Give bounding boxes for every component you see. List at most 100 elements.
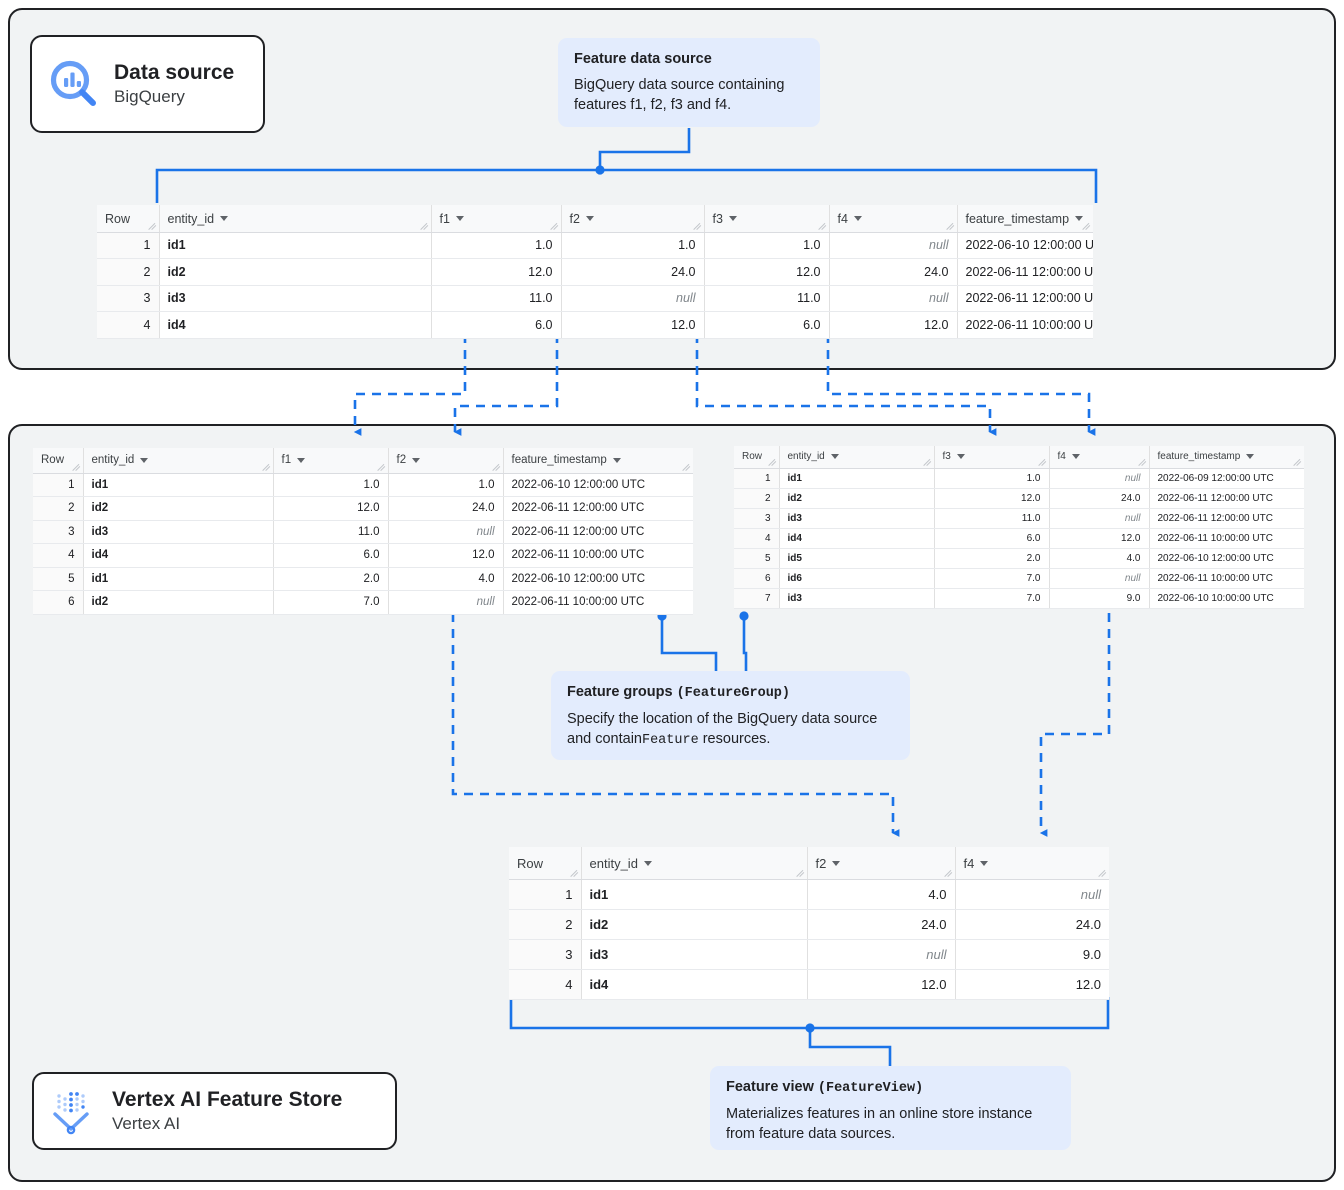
column-resize-grip[interactable] bbox=[694, 223, 702, 231]
chevron-down-icon[interactable] bbox=[1075, 216, 1084, 222]
chevron-down-icon[interactable] bbox=[585, 216, 594, 222]
column-header-f3[interactable]: f3 bbox=[704, 205, 830, 233]
cell-feature-timestamp: 2022-06-11 12:00:00 UTC bbox=[957, 258, 1093, 286]
column-header-entity_id[interactable]: entity_id bbox=[581, 847, 808, 880]
column-header-row[interactable]: Row bbox=[734, 446, 780, 469]
column-header-feature_timestamp[interactable]: feature_timestamp bbox=[503, 448, 693, 474]
chevron-down-icon[interactable] bbox=[455, 216, 464, 222]
chevron-down-icon[interactable] bbox=[832, 860, 841, 866]
cell-f2: 24.0 bbox=[388, 496, 504, 521]
column-resize-grip[interactable] bbox=[1083, 223, 1091, 231]
cell-feature-timestamp: 2022-06-10 12:00:00 UTC bbox=[503, 567, 693, 591]
column-header-f2[interactable]: f2 bbox=[561, 205, 705, 233]
cell-entity-id: id2 bbox=[779, 488, 935, 509]
chevron-down-icon[interactable] bbox=[643, 860, 652, 866]
cell-f4: 24.0 bbox=[829, 258, 958, 286]
column-resize-grip[interactable] bbox=[945, 870, 953, 878]
column-resize-grip[interactable] bbox=[1099, 870, 1107, 878]
column-resize-grip[interactable] bbox=[263, 464, 271, 472]
column-resize-grip[interactable] bbox=[149, 223, 157, 231]
chevron-down-icon[interactable] bbox=[956, 454, 965, 460]
column-resize-grip[interactable] bbox=[819, 223, 827, 231]
chevron-down-icon[interactable] bbox=[980, 860, 989, 866]
column-header-f1[interactable]: f1 bbox=[273, 448, 389, 474]
column-header-label: feature_timestamp bbox=[1157, 451, 1241, 463]
cell-f4-null: null bbox=[829, 232, 958, 259]
column-header-label: entity_id bbox=[589, 855, 638, 871]
column-resize-grip[interactable] bbox=[1294, 459, 1302, 467]
column-header-f4[interactable]: f4 bbox=[829, 205, 958, 233]
column-header-label: f1 bbox=[281, 454, 292, 467]
column-resize-grip[interactable] bbox=[797, 870, 805, 878]
chevron-down-icon[interactable] bbox=[140, 457, 149, 463]
callout-body: BigQuery data source containing features… bbox=[574, 76, 785, 114]
column-header-f2[interactable]: f2 bbox=[388, 448, 504, 474]
chevron-down-icon[interactable] bbox=[1246, 454, 1255, 460]
column-header-f4[interactable]: f4 bbox=[955, 847, 1109, 880]
feature-data-source-callout: Feature data source BigQuery data source… bbox=[558, 38, 820, 127]
cell-entity-id: id2 bbox=[83, 590, 274, 615]
column-header-f4[interactable]: f4 bbox=[1049, 446, 1150, 469]
column-header-entity_id[interactable]: entity_id bbox=[159, 205, 432, 233]
chevron-down-icon[interactable] bbox=[830, 454, 839, 460]
column-resize-grip[interactable] bbox=[1039, 459, 1047, 467]
column-resize-grip[interactable] bbox=[73, 464, 81, 472]
column-resize-grip[interactable] bbox=[421, 223, 429, 231]
cell-row-number: 1 bbox=[97, 232, 160, 259]
chevron-down-icon[interactable] bbox=[412, 457, 421, 463]
column-resize-grip[interactable] bbox=[571, 870, 579, 878]
cell-row-number: 1 bbox=[734, 468, 780, 489]
column-header-row[interactable]: Row bbox=[97, 205, 160, 233]
chevron-down-icon[interactable] bbox=[1071, 454, 1080, 460]
chevron-down-icon[interactable] bbox=[728, 216, 737, 222]
column-resize-grip[interactable] bbox=[1139, 459, 1147, 467]
column-resize-grip[interactable] bbox=[378, 464, 386, 472]
column-header-label: Row bbox=[742, 451, 763, 463]
chevron-down-icon[interactable] bbox=[297, 457, 306, 463]
column-resize-grip[interactable] bbox=[947, 223, 955, 231]
column-header-entity_id[interactable]: entity_id bbox=[83, 448, 274, 474]
column-header-f2[interactable]: f2 bbox=[807, 847, 956, 880]
chevron-down-icon[interactable] bbox=[220, 216, 229, 222]
column-resize-grip[interactable] bbox=[769, 459, 777, 467]
column-header-feature_timestamp[interactable]: feature_timestamp bbox=[1149, 446, 1304, 469]
column-header-f1[interactable]: f1 bbox=[431, 205, 562, 233]
column-header-entity_id[interactable]: entity_id bbox=[779, 446, 935, 469]
column-header-row[interactable]: Row bbox=[509, 847, 582, 880]
column-resize-grip[interactable] bbox=[493, 464, 501, 472]
cell-f1: 7.0 bbox=[273, 590, 389, 615]
column-header-f3[interactable]: f3 bbox=[934, 446, 1050, 469]
column-resize-grip[interactable] bbox=[683, 464, 691, 472]
column-header-feature_timestamp[interactable]: feature_timestamp bbox=[957, 205, 1093, 233]
column-header-row[interactable]: Row bbox=[33, 448, 84, 474]
chevron-down-icon[interactable] bbox=[612, 457, 621, 463]
column-resize-grip[interactable] bbox=[551, 223, 559, 231]
chevron-down-icon[interactable] bbox=[853, 216, 862, 222]
column-resize-grip[interactable] bbox=[924, 459, 932, 467]
